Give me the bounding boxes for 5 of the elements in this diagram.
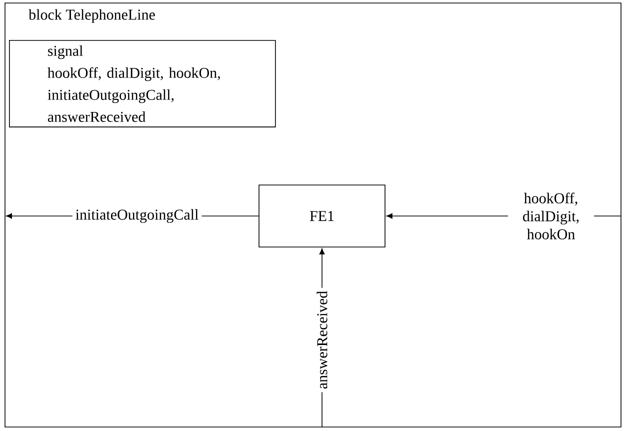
edge-label: initiateOutgoingCall bbox=[72, 206, 202, 226]
signal-declaration-box: signal hookOff, dialDigit, hookOn, initiateOutgoingCall, answerReceived bbox=[9, 40, 276, 128]
edge-label: hookOff, dialDigit, hookOn bbox=[508, 190, 594, 242]
process-box: FE1 bbox=[258, 184, 386, 248]
edge-label: answerReceived bbox=[314, 288, 330, 392]
